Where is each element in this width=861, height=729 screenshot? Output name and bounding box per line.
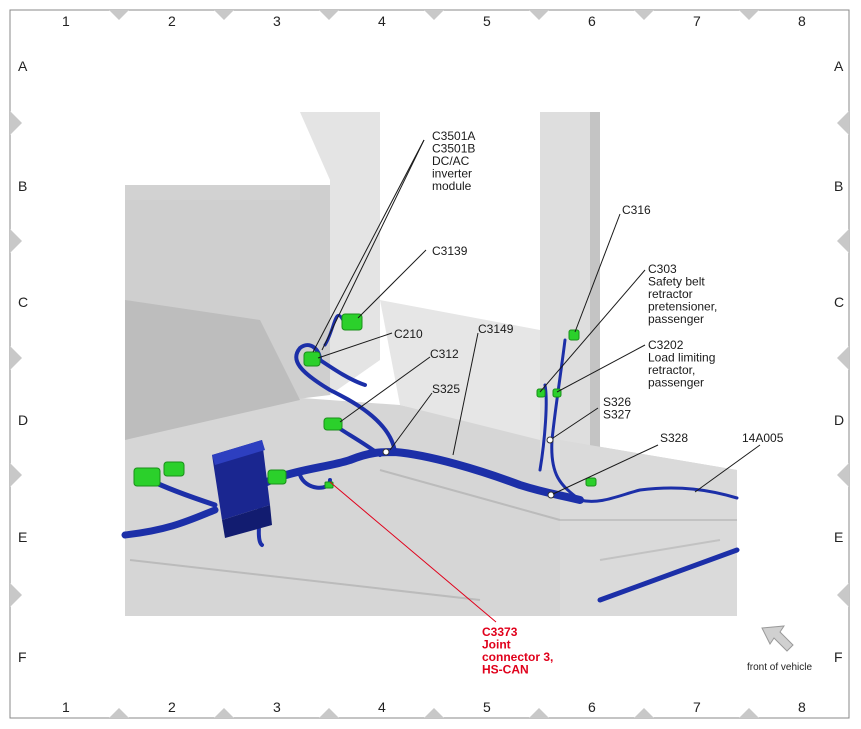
callout-c3149-line: C3149 bbox=[478, 322, 514, 336]
column-label: 6 bbox=[588, 13, 596, 29]
leader-lines bbox=[312, 139, 761, 495]
row-label: D bbox=[834, 412, 844, 428]
column-label: 1 bbox=[62, 13, 70, 29]
left-marker bbox=[10, 229, 22, 253]
top-marker bbox=[634, 10, 654, 20]
right-marker bbox=[837, 111, 849, 135]
callout-c3139-line: C3139 bbox=[432, 244, 468, 258]
column-label: 3 bbox=[273, 699, 281, 715]
callout-s326-line: S326 bbox=[603, 395, 631, 409]
column-label: 8 bbox=[798, 13, 806, 29]
column-label: 5 bbox=[483, 699, 491, 715]
column-label: 2 bbox=[168, 699, 176, 715]
front-label: front of vehicle bbox=[747, 662, 812, 673]
callout-c3202-line: retractor, bbox=[648, 363, 695, 377]
bottom-marker bbox=[424, 708, 444, 718]
grid-markers bbox=[10, 10, 849, 718]
row-label: F bbox=[834, 649, 843, 665]
callout-c303-line: passenger bbox=[648, 312, 704, 326]
column-label: 7 bbox=[693, 13, 701, 29]
callout-c3373-line: HS-CAN bbox=[482, 663, 529, 677]
bottom-marker bbox=[109, 708, 129, 718]
left-marker bbox=[10, 583, 22, 607]
bottom-marker bbox=[529, 708, 549, 718]
bottom-marker bbox=[739, 708, 759, 718]
bottom-marker bbox=[214, 708, 234, 718]
callout-a14a005-line: 14A005 bbox=[742, 431, 784, 445]
callout-c3202-line: Load limiting bbox=[648, 351, 715, 365]
row-label: B bbox=[834, 178, 843, 194]
top-marker bbox=[739, 10, 759, 20]
connectors bbox=[133, 313, 597, 489]
callout-c3202-line: C3202 bbox=[648, 338, 684, 352]
column-label: 7 bbox=[693, 699, 701, 715]
junction-box bbox=[212, 440, 272, 538]
callout-c3373-line: connector 3, bbox=[482, 650, 553, 664]
vehicle-illustration bbox=[125, 112, 737, 616]
row-label: E bbox=[18, 529, 27, 545]
row-label: E bbox=[834, 529, 843, 545]
column-label: 5 bbox=[483, 13, 491, 29]
callout-s326-line: S327 bbox=[603, 408, 631, 422]
callout-c3202-line: passenger bbox=[648, 376, 704, 390]
column-label: 3 bbox=[273, 13, 281, 29]
callout-c303-line: pretensioner, bbox=[648, 300, 717, 314]
column-label: 6 bbox=[588, 699, 596, 715]
left-marker bbox=[10, 111, 22, 135]
row-label: A bbox=[18, 58, 28, 74]
column-label: 1 bbox=[62, 699, 70, 715]
callout-c303-line: retractor bbox=[648, 287, 693, 301]
column-label: 4 bbox=[378, 13, 386, 29]
left-marker bbox=[10, 463, 22, 487]
callout-c3501-line: inverter bbox=[432, 167, 472, 181]
right-marker bbox=[837, 463, 849, 487]
callout-c3373-line: Joint bbox=[482, 638, 511, 652]
top-marker bbox=[109, 10, 129, 20]
bottom-marker bbox=[319, 708, 339, 718]
callout-c3501-line: DC/AC bbox=[432, 154, 470, 168]
right-marker bbox=[837, 229, 849, 253]
splice-markers bbox=[382, 436, 555, 499]
column-label: 2 bbox=[168, 13, 176, 29]
callout-s328-line: S328 bbox=[660, 431, 688, 445]
callout-c312-line: C312 bbox=[430, 347, 459, 361]
row-label: D bbox=[18, 412, 28, 428]
right-marker bbox=[837, 583, 849, 607]
callout-c303-line: C303 bbox=[648, 262, 677, 276]
column-label: 4 bbox=[378, 699, 386, 715]
row-label: B bbox=[18, 178, 27, 194]
row-label: C bbox=[18, 294, 28, 310]
column-label: 8 bbox=[798, 699, 806, 715]
row-label: A bbox=[834, 58, 844, 74]
top-marker bbox=[214, 10, 234, 20]
callout-labels: C3501AC3501BDC/ACinvertermoduleC3139C210… bbox=[394, 129, 784, 677]
callout-c3501-line: C3501A bbox=[432, 129, 475, 143]
highlight-leader bbox=[329, 481, 497, 623]
right-marker bbox=[837, 346, 849, 370]
bottom-marker bbox=[634, 708, 654, 718]
callout-c3501-line: C3501B bbox=[432, 142, 475, 156]
callout-c3501-line: module bbox=[432, 179, 472, 193]
callout-c3373-line: C3373 bbox=[482, 625, 518, 639]
front-of-vehicle-indicator: front of vehicle bbox=[747, 625, 812, 673]
left-marker bbox=[10, 346, 22, 370]
callout-c316-line: C316 bbox=[622, 203, 651, 217]
row-label: F bbox=[18, 649, 27, 665]
row-label: C bbox=[834, 294, 844, 310]
callout-s325-line: S325 bbox=[432, 382, 460, 396]
top-marker bbox=[529, 10, 549, 20]
top-marker bbox=[424, 10, 444, 20]
front-arrow-icon bbox=[761, 625, 794, 652]
top-marker bbox=[319, 10, 339, 20]
callout-c303-line: Safety belt bbox=[648, 275, 705, 289]
callout-c210-line: C210 bbox=[394, 327, 423, 341]
